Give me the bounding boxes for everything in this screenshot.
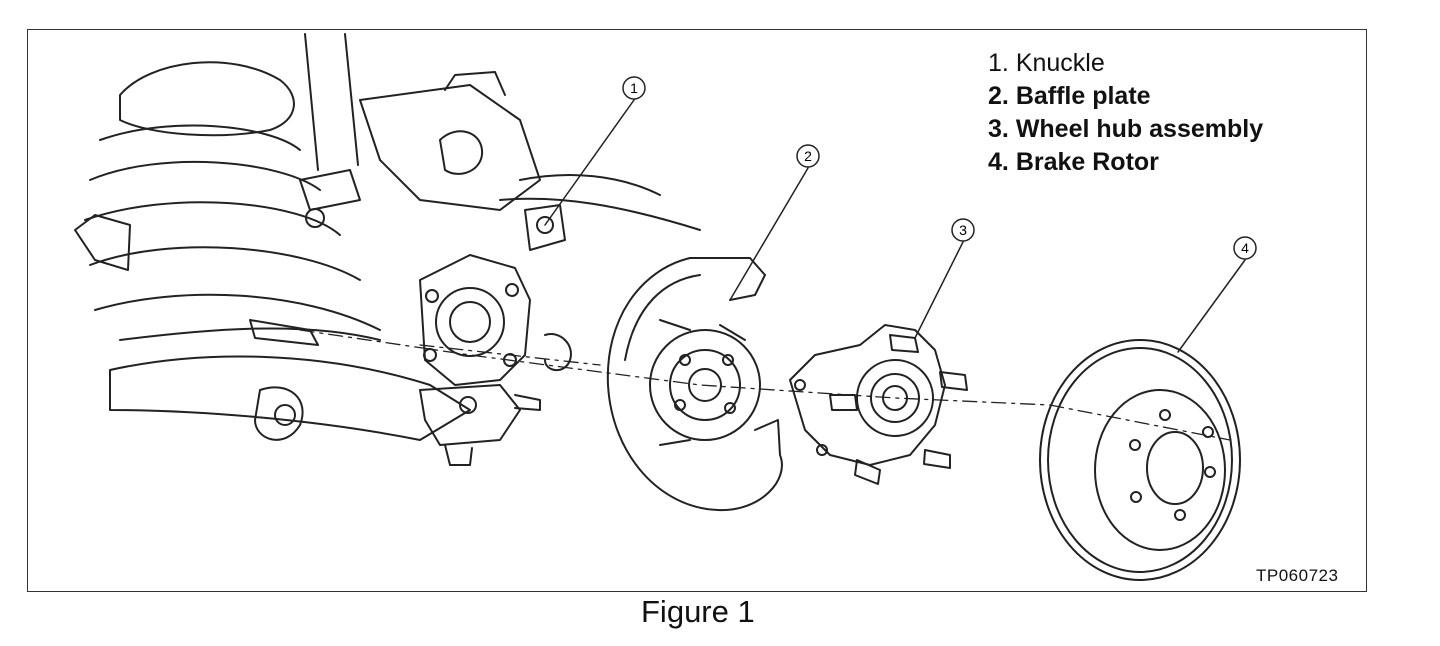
legend-label: Knuckle	[1015, 49, 1105, 77]
callout-1: 1	[622, 76, 646, 100]
svg-text:4: 4	[1241, 240, 1249, 256]
figure-frame	[27, 29, 1367, 592]
suspension-assembly	[74, 33, 701, 441]
svg-text:3: 3	[959, 222, 967, 238]
figure-caption: Figure 1	[641, 594, 755, 629]
parts-legend: 1. Knuckle 2. Baffle plate 3. Wheel hub …	[988, 47, 1263, 179]
legend-number: 2.	[988, 82, 1009, 110]
svg-text:2: 2	[804, 148, 812, 164]
centerline	[299, 329, 1231, 441]
baffle-plate-part	[606, 257, 783, 512]
legend-number: 1.	[988, 49, 1009, 77]
legend-number: 3.	[988, 115, 1009, 143]
callout-4: 4	[1233, 236, 1257, 260]
leader-lines	[544, 99, 1246, 353]
drawing-code: TP060723	[1256, 566, 1339, 585]
callout-3: 3	[951, 218, 975, 242]
callout-2: 2	[796, 144, 820, 168]
knuckle-part	[419, 204, 572, 466]
legend-label: Baffle plate	[1015, 82, 1151, 110]
svg-text:1: 1	[630, 80, 638, 96]
legend-number: 4.	[988, 148, 1009, 176]
legend-item-brake-rotor: 4. Brake Rotor	[988, 146, 1263, 179]
legend-item-baffle-plate: 2. Baffle plate	[988, 80, 1263, 113]
legend-item-wheel-hub: 3. Wheel hub assembly	[988, 113, 1263, 146]
legend-label: Brake Rotor	[1015, 148, 1159, 176]
legend-label: Wheel hub assembly	[1015, 115, 1264, 143]
legend-item-knuckle: 1. Knuckle	[988, 47, 1263, 80]
brake-rotor-part	[1039, 339, 1241, 581]
